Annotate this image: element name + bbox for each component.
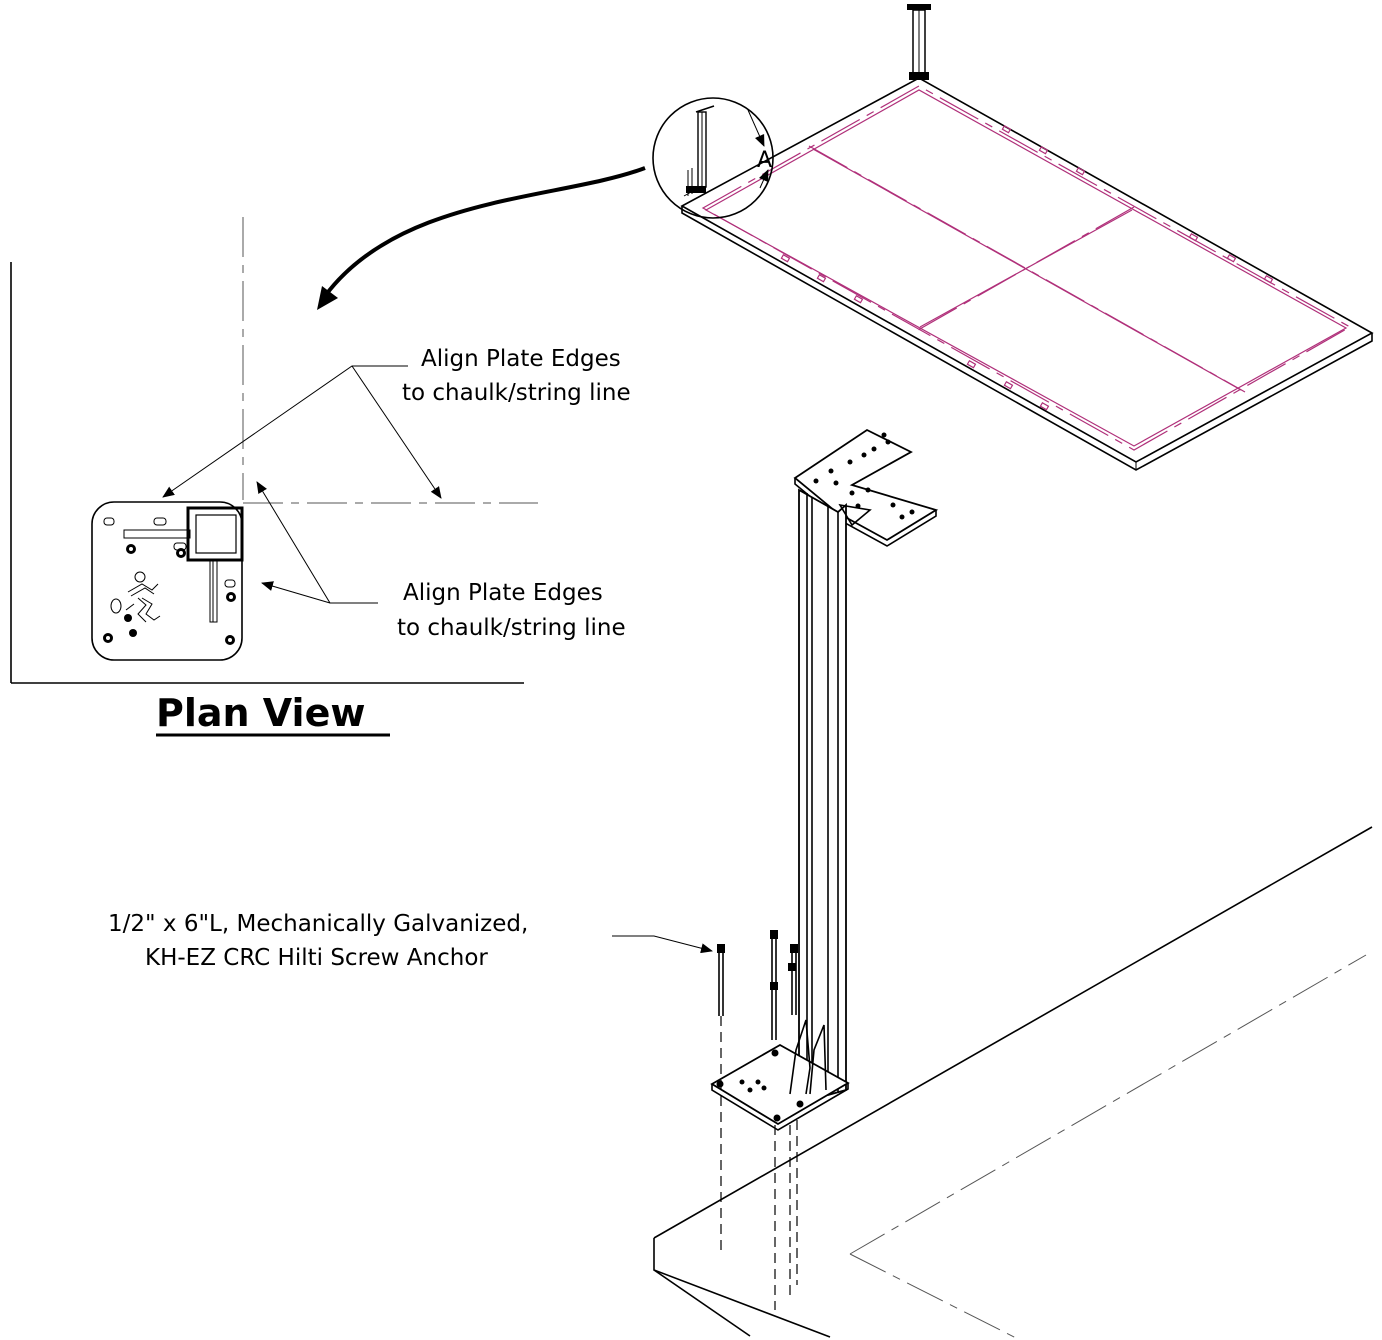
steel-column <box>798 488 872 1096</box>
slab-layout-overview: A <box>317 4 1374 471</box>
align-callout-top-line1: Align Plate Edges <box>421 346 621 372</box>
align-callout-bottom-line2: to chaulk/string line <box>397 615 626 641</box>
align-callout-bottom-line1: Align Plate Edges <box>403 580 603 606</box>
anchor-callout-line1: 1/2" x 6"L, Mechanically Galvanized, <box>108 911 528 937</box>
detail-marker-label: A <box>757 148 772 173</box>
plan-view-title: Plan View <box>156 691 365 735</box>
screw-anchors <box>717 930 798 1310</box>
running-man-icon <box>125 571 161 623</box>
post-assembly: 1/2" x 6"L, Mechanically Galvanized, KH-… <box>108 428 1373 1340</box>
detail-to-plan-arrow <box>323 166 646 298</box>
floor-slab <box>653 826 1373 1340</box>
far-post-icon <box>907 4 931 80</box>
top-plate <box>793 428 939 547</box>
plan-view: Align Plate Edges to chaulk/string line … <box>10 217 631 737</box>
base-plate <box>91 501 244 661</box>
base-plate-iso <box>710 1019 850 1131</box>
anchor-callout-line2: KH-EZ CRC Hilti Screw Anchor <box>145 945 488 971</box>
detail-circle: A <box>652 97 774 219</box>
align-callout-top-line2: to chaulk/string line <box>402 380 631 406</box>
